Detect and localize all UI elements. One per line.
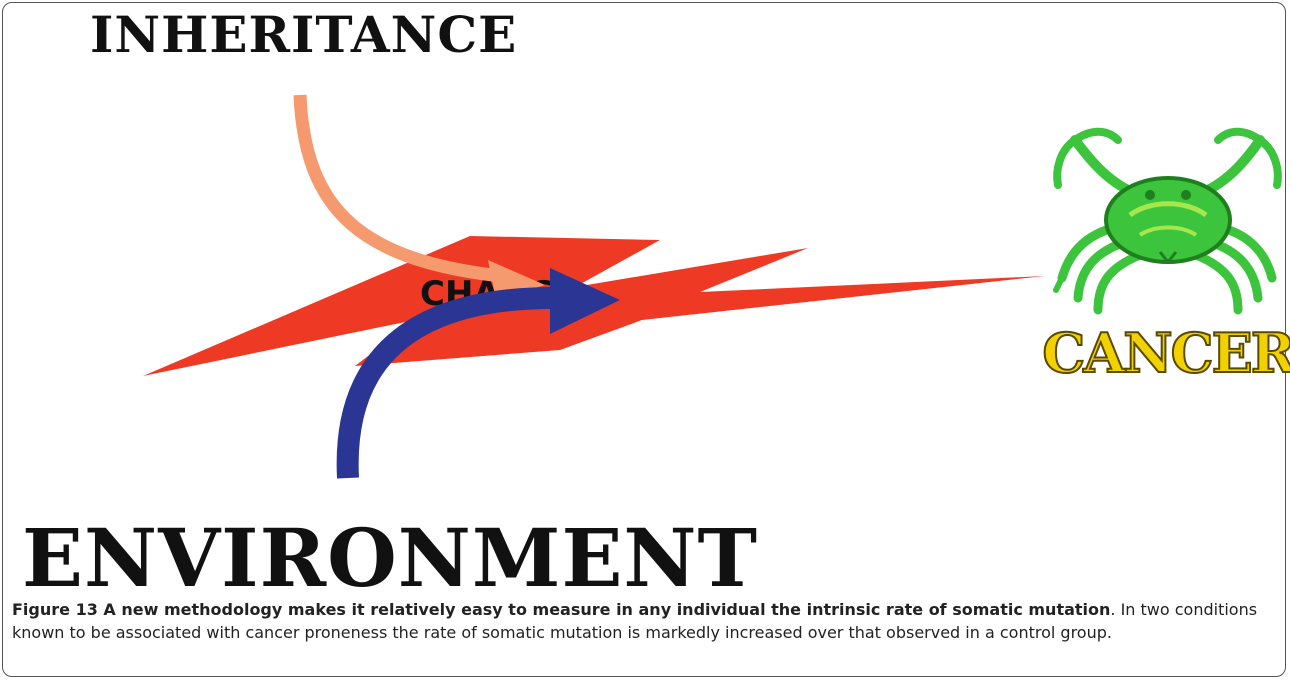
caption-title: Figure 13 A new methodology makes it rel… [12,600,1111,619]
crab-icon [1053,127,1282,315]
diagram-canvas: CHANGE CANCER [143,94,1290,479]
inheritance-label: INHERITANCE [90,5,518,64]
environment-label: ENVIRONMENT [22,511,759,605]
cancer-label: CANCER [1042,321,1290,385]
inheritance-arrow [293,94,511,284]
caption-body: . In two conditions known to be associat… [12,600,1258,642]
environment-arrowhead [550,268,620,334]
figure-caption: Figure 13 A new methodology makes it rel… [12,598,1274,644]
environment-arrow [336,286,561,479]
